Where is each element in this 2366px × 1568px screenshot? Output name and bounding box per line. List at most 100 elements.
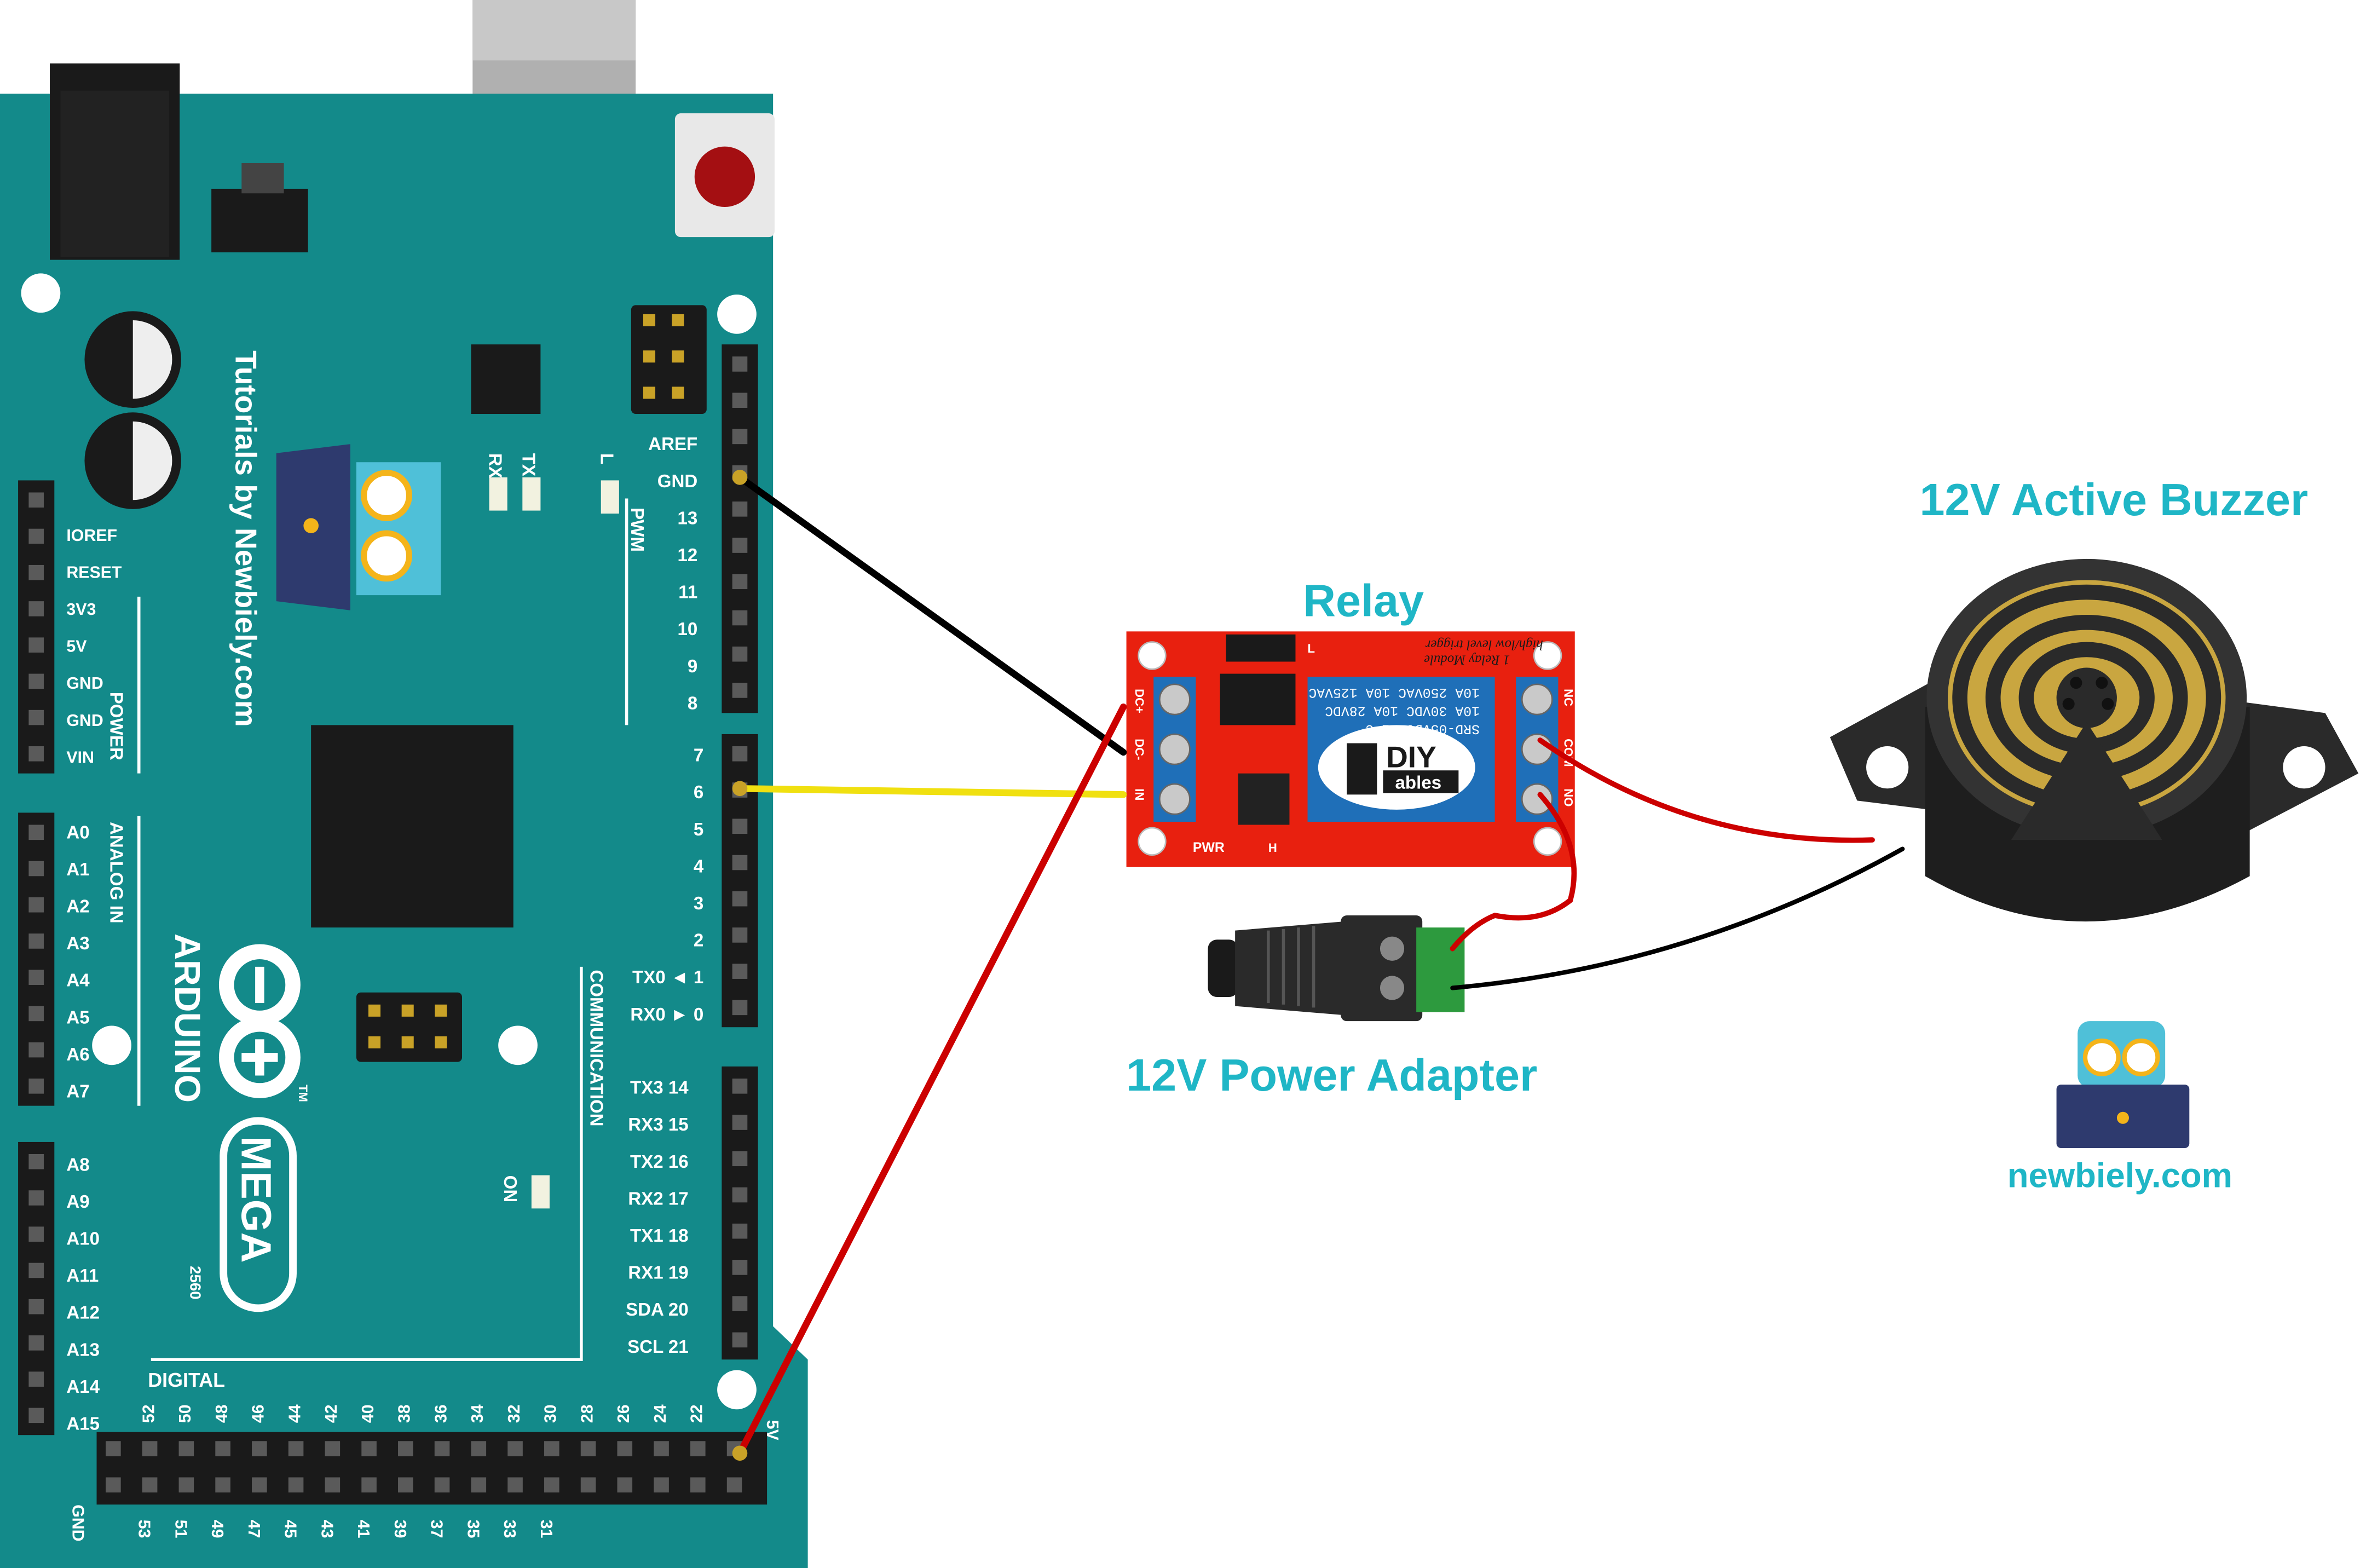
pin-label: 3: [694, 893, 703, 914]
pin-label: TX1 18: [630, 1226, 689, 1246]
header-analog: [18, 812, 55, 1106]
label-rx: RX: [485, 453, 505, 479]
pin-label: 52: [140, 1404, 158, 1423]
pin-label: A10: [66, 1229, 100, 1249]
pin-label: 33: [500, 1520, 518, 1538]
pin-label: 2: [694, 931, 703, 951]
label-relay: Relay: [1303, 575, 1424, 626]
pin-label: A13: [66, 1340, 100, 1360]
pin-label: TX2 16: [630, 1152, 689, 1172]
pin-label: 45: [281, 1520, 299, 1538]
model-mega: MEGA: [232, 1136, 279, 1263]
pin-label: 38: [396, 1404, 414, 1423]
pin-label: GND: [66, 712, 103, 730]
owl-sticker: [276, 444, 441, 610]
pin-label: A14: [66, 1377, 100, 1397]
pin-label: 30: [542, 1404, 560, 1423]
pin-label: 7: [694, 746, 703, 766]
pin-label: 39: [391, 1520, 409, 1538]
wire-5v: [736, 704, 1127, 1457]
pin-label: A5: [66, 1007, 89, 1028]
label-power: POWER: [106, 692, 126, 760]
pin-label: SDA 20: [626, 1300, 689, 1320]
pin-label: GND: [657, 471, 698, 492]
pin-label: 11: [678, 583, 697, 603]
label-analog-in: ANALOG IN: [106, 822, 126, 924]
newbiely-logo: [2056, 1021, 2190, 1148]
header-power: [18, 480, 55, 774]
pin-label: A15: [66, 1414, 100, 1434]
pin-label: IOREF: [66, 527, 117, 545]
arduino-logo: [218, 944, 301, 1098]
watermark-text: newbiely.com: [2007, 1157, 2232, 1195]
label-on: ON: [500, 1175, 520, 1203]
header-comm: [722, 1066, 758, 1360]
pin-label: 44: [286, 1404, 304, 1423]
pin-label: GND: [66, 675, 103, 693]
pin-label: A7: [66, 1082, 89, 1102]
pin-label: TX3 14: [630, 1078, 689, 1098]
relay-logo-top: DIY: [1386, 740, 1436, 774]
pin-label: A1: [66, 860, 89, 880]
arduino-mega-board: TX RX L ON PWM POWER ANALOG IN COMMUNICA…: [0, 0, 808, 1568]
pin-label: SCL 21: [627, 1337, 689, 1357]
pin-label: 35: [464, 1520, 482, 1538]
label-5v-bottom: 5V: [763, 1420, 781, 1441]
pin-label: 49: [208, 1520, 226, 1538]
label-power-adapter: 12V Power Adapter: [1126, 1050, 1537, 1100]
pin-label: 12: [677, 545, 697, 566]
wire-gnd: [736, 474, 1127, 756]
pin-label: A6: [66, 1045, 89, 1065]
pin-label: 47: [245, 1520, 263, 1538]
pin-label: VIN: [66, 748, 94, 766]
wire-relay-no-to-adapter: [1450, 792, 1577, 952]
wire-signal: [736, 785, 1127, 798]
pin-label: 36: [432, 1404, 450, 1423]
relay-trigger: high/low level trigger: [1425, 637, 1543, 652]
pin-label: 41: [354, 1520, 372, 1538]
pin-label: RESET: [66, 563, 122, 581]
relay-h-label: H: [1268, 841, 1277, 855]
pin-label: 10: [677, 619, 697, 639]
pin-label: A2: [66, 897, 89, 917]
vertical-credit: Tutorials by Newbiely.com: [229, 350, 263, 727]
pin-label: A0: [66, 822, 89, 843]
pin-label: 24: [651, 1404, 670, 1423]
pin-label: RX0 ► 0: [630, 1005, 703, 1025]
pin-label: 43: [318, 1520, 336, 1538]
pin-label: 3V3: [66, 601, 96, 619]
pin-label: 51: [171, 1520, 189, 1538]
pin-label: 31: [537, 1520, 555, 1538]
label-buzzer: 12V Active Buzzer: [1920, 474, 2309, 525]
label-tx: TX: [518, 453, 538, 476]
relay-terminal-label: IN: [1133, 788, 1146, 800]
pin-label: 6: [694, 782, 703, 803]
model-number: 2560: [187, 1266, 204, 1299]
label-l: L: [597, 453, 617, 464]
active-buzzer: [1830, 558, 2359, 922]
pin-label: RX3 15: [628, 1115, 688, 1135]
pin-label: RX1 19: [628, 1263, 688, 1283]
relay-terminal-label: NO: [1561, 788, 1575, 806]
pin-label: 37: [428, 1520, 446, 1538]
pin-label: 5: [694, 820, 703, 840]
pin-label: 5V: [66, 638, 87, 656]
pin-label: A3: [66, 933, 89, 954]
relay-terminal-label: NC: [1561, 689, 1575, 706]
main-mcu-chip: [311, 725, 513, 928]
pin-label: 26: [615, 1404, 633, 1423]
relay-terminal-label: DC+: [1133, 689, 1146, 713]
relay-rating-1: 10A 250VAC 10A 125VAC: [1308, 684, 1480, 700]
relay-module: DIY ables SRD-05VDC-SL-C 10A 30VDC 10A 2…: [1126, 631, 1575, 867]
wire-adapter-to-buzzer: [1450, 846, 1905, 990]
pin-label: 48: [213, 1404, 231, 1423]
relay-rating-2: 10A 30VDC 10A 28VDC: [1325, 702, 1480, 718]
relay-terminal-label: DC-: [1133, 739, 1146, 760]
pin-label: 4: [694, 856, 704, 877]
mega-badge: [220, 1117, 297, 1312]
pin-label: 34: [469, 1404, 487, 1423]
relay-title: 1 Relay Module: [1424, 652, 1510, 667]
pin-label: 9: [688, 656, 697, 677]
pin-label: 50: [176, 1404, 194, 1423]
